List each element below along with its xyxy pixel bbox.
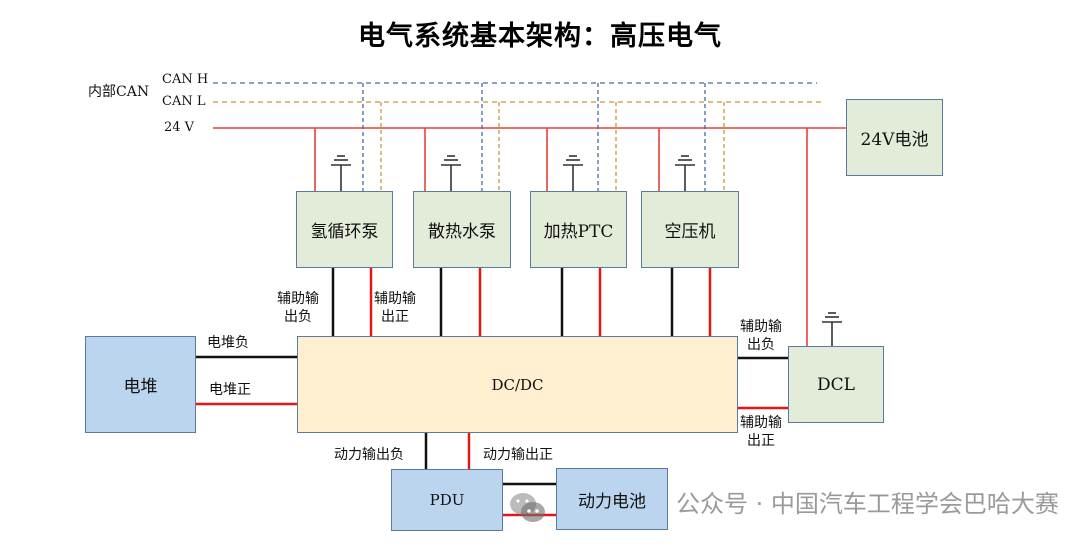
ground-icon-h2-pump xyxy=(331,155,351,191)
power-battery-label: 动力电池 xyxy=(578,491,646,512)
ptc-label: 加热PTC xyxy=(543,222,614,242)
cooling-pump-box: 散热水泵 xyxy=(413,191,511,268)
ground-symbols xyxy=(331,155,842,347)
power-out-pos-label: 动力输出正 xyxy=(483,447,553,463)
dcl-label: DCL xyxy=(817,374,855,395)
watermark-text: 公众号 · 中国汽车工程学会巴哈大赛 xyxy=(676,490,1059,518)
can-l-label: CAN L xyxy=(162,94,206,109)
can-l-drops xyxy=(380,102,725,191)
aux-neg-right-label: 辅助输 出负 xyxy=(740,319,782,353)
pdu-label: PDU xyxy=(429,491,465,509)
power-battery-box: 动力电池 xyxy=(556,468,668,530)
v24-label: 24 V xyxy=(164,120,195,135)
battery-24v-label: 24V电池 xyxy=(860,130,929,150)
h2-pump-box: 氢循环泵 xyxy=(296,191,393,268)
wechat-icon xyxy=(510,493,545,522)
internal-can-label: 内部CAN xyxy=(88,84,150,100)
can-h-label: CAN H xyxy=(162,72,209,87)
dcdc-box: DC/DC xyxy=(297,336,738,433)
dcdc-label: DC/DC xyxy=(491,375,544,394)
aux-neg-lines xyxy=(331,267,674,337)
v24-drops xyxy=(314,128,808,347)
h2-pump-label: 氢循环泵 xyxy=(310,222,379,242)
ptc-box: 加热PTC xyxy=(530,191,627,268)
stack-neg-label: 电堆负 xyxy=(207,335,249,351)
aux-neg-top-label: 辅助输 出负 xyxy=(277,291,319,325)
ground-icon-ptc xyxy=(563,155,583,191)
ground-icon-cooling-pump xyxy=(441,155,461,191)
cooling-pump-label: 散热水泵 xyxy=(428,222,496,242)
compressor-label: 空压机 xyxy=(664,222,716,242)
stack-box: 电堆 xyxy=(85,336,196,433)
pdu-box: PDU xyxy=(391,469,503,531)
ground-icon-compressor xyxy=(675,155,695,191)
ground-icon-dcl xyxy=(822,312,842,347)
stack-pos-label: 电堆正 xyxy=(209,382,251,398)
page-title: 电气系统基本架构：高压电气 xyxy=(358,21,722,52)
aux-pos-lines xyxy=(369,267,712,337)
aux-pos-right-label: 辅助输 出正 xyxy=(740,415,782,449)
battery-24v-box: 24V电池 xyxy=(846,99,943,176)
can-h-drops xyxy=(362,83,706,191)
power-out-neg-label: 动力输出负 xyxy=(334,447,404,463)
aux-pos-top-label: 辅助输 出正 xyxy=(374,291,416,325)
stack-label: 电堆 xyxy=(123,377,158,397)
dcl-box: DCL xyxy=(788,346,884,423)
compressor-box: 空压机 xyxy=(641,191,739,268)
